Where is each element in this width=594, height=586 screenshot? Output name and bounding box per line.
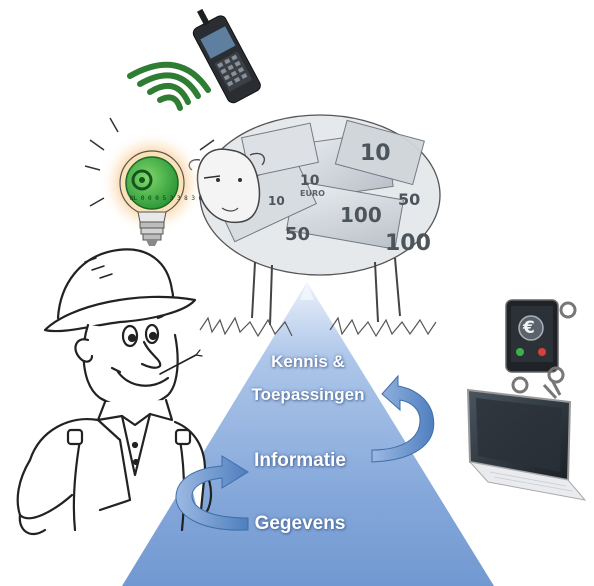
bill-value-label: 50	[398, 190, 420, 209]
bill-currency-label: EURO	[300, 189, 325, 198]
pyramid-label-top-line1: Kennis &	[271, 352, 345, 371]
knowledge-pyramid	[122, 282, 494, 586]
ear-tag-lightbulb-icon: NL 0 0 0 5 3 3 8 3 6	[84, 117, 221, 246]
euro-symbol: €	[523, 318, 535, 338]
bill-value-label: 50	[285, 224, 310, 245]
ear-tag-text: NL 0 0 0 5 3 3 8 3 6	[130, 195, 203, 202]
bill-value-label: 10	[360, 141, 391, 166]
pyramid-label-bottom: Gegevens	[254, 513, 346, 534]
money-sheep-illustration: 10 10 100 50 100 50 10 EURO	[188, 114, 441, 338]
flow-arrow-up-right	[371, 374, 435, 463]
handheld-reader-icon	[192, 8, 261, 104]
pyramid-label-middle: Informatie	[254, 450, 346, 471]
bill-value-label: 100	[385, 231, 431, 256]
bill-value-label: 100	[340, 203, 382, 227]
flow-arrow-left-loop	[175, 455, 249, 531]
wireless-signal-icon	[127, 61, 211, 111]
bill-value-label: 10	[268, 194, 285, 208]
tablet-laptop-icon	[466, 388, 587, 501]
bill-value-label: 10	[300, 173, 320, 189]
pyramid-label-top-line2: Toepassingen	[251, 385, 365, 404]
farmer-cartoon	[16, 248, 213, 536]
smartphone-euro-icon	[505, 299, 577, 400]
